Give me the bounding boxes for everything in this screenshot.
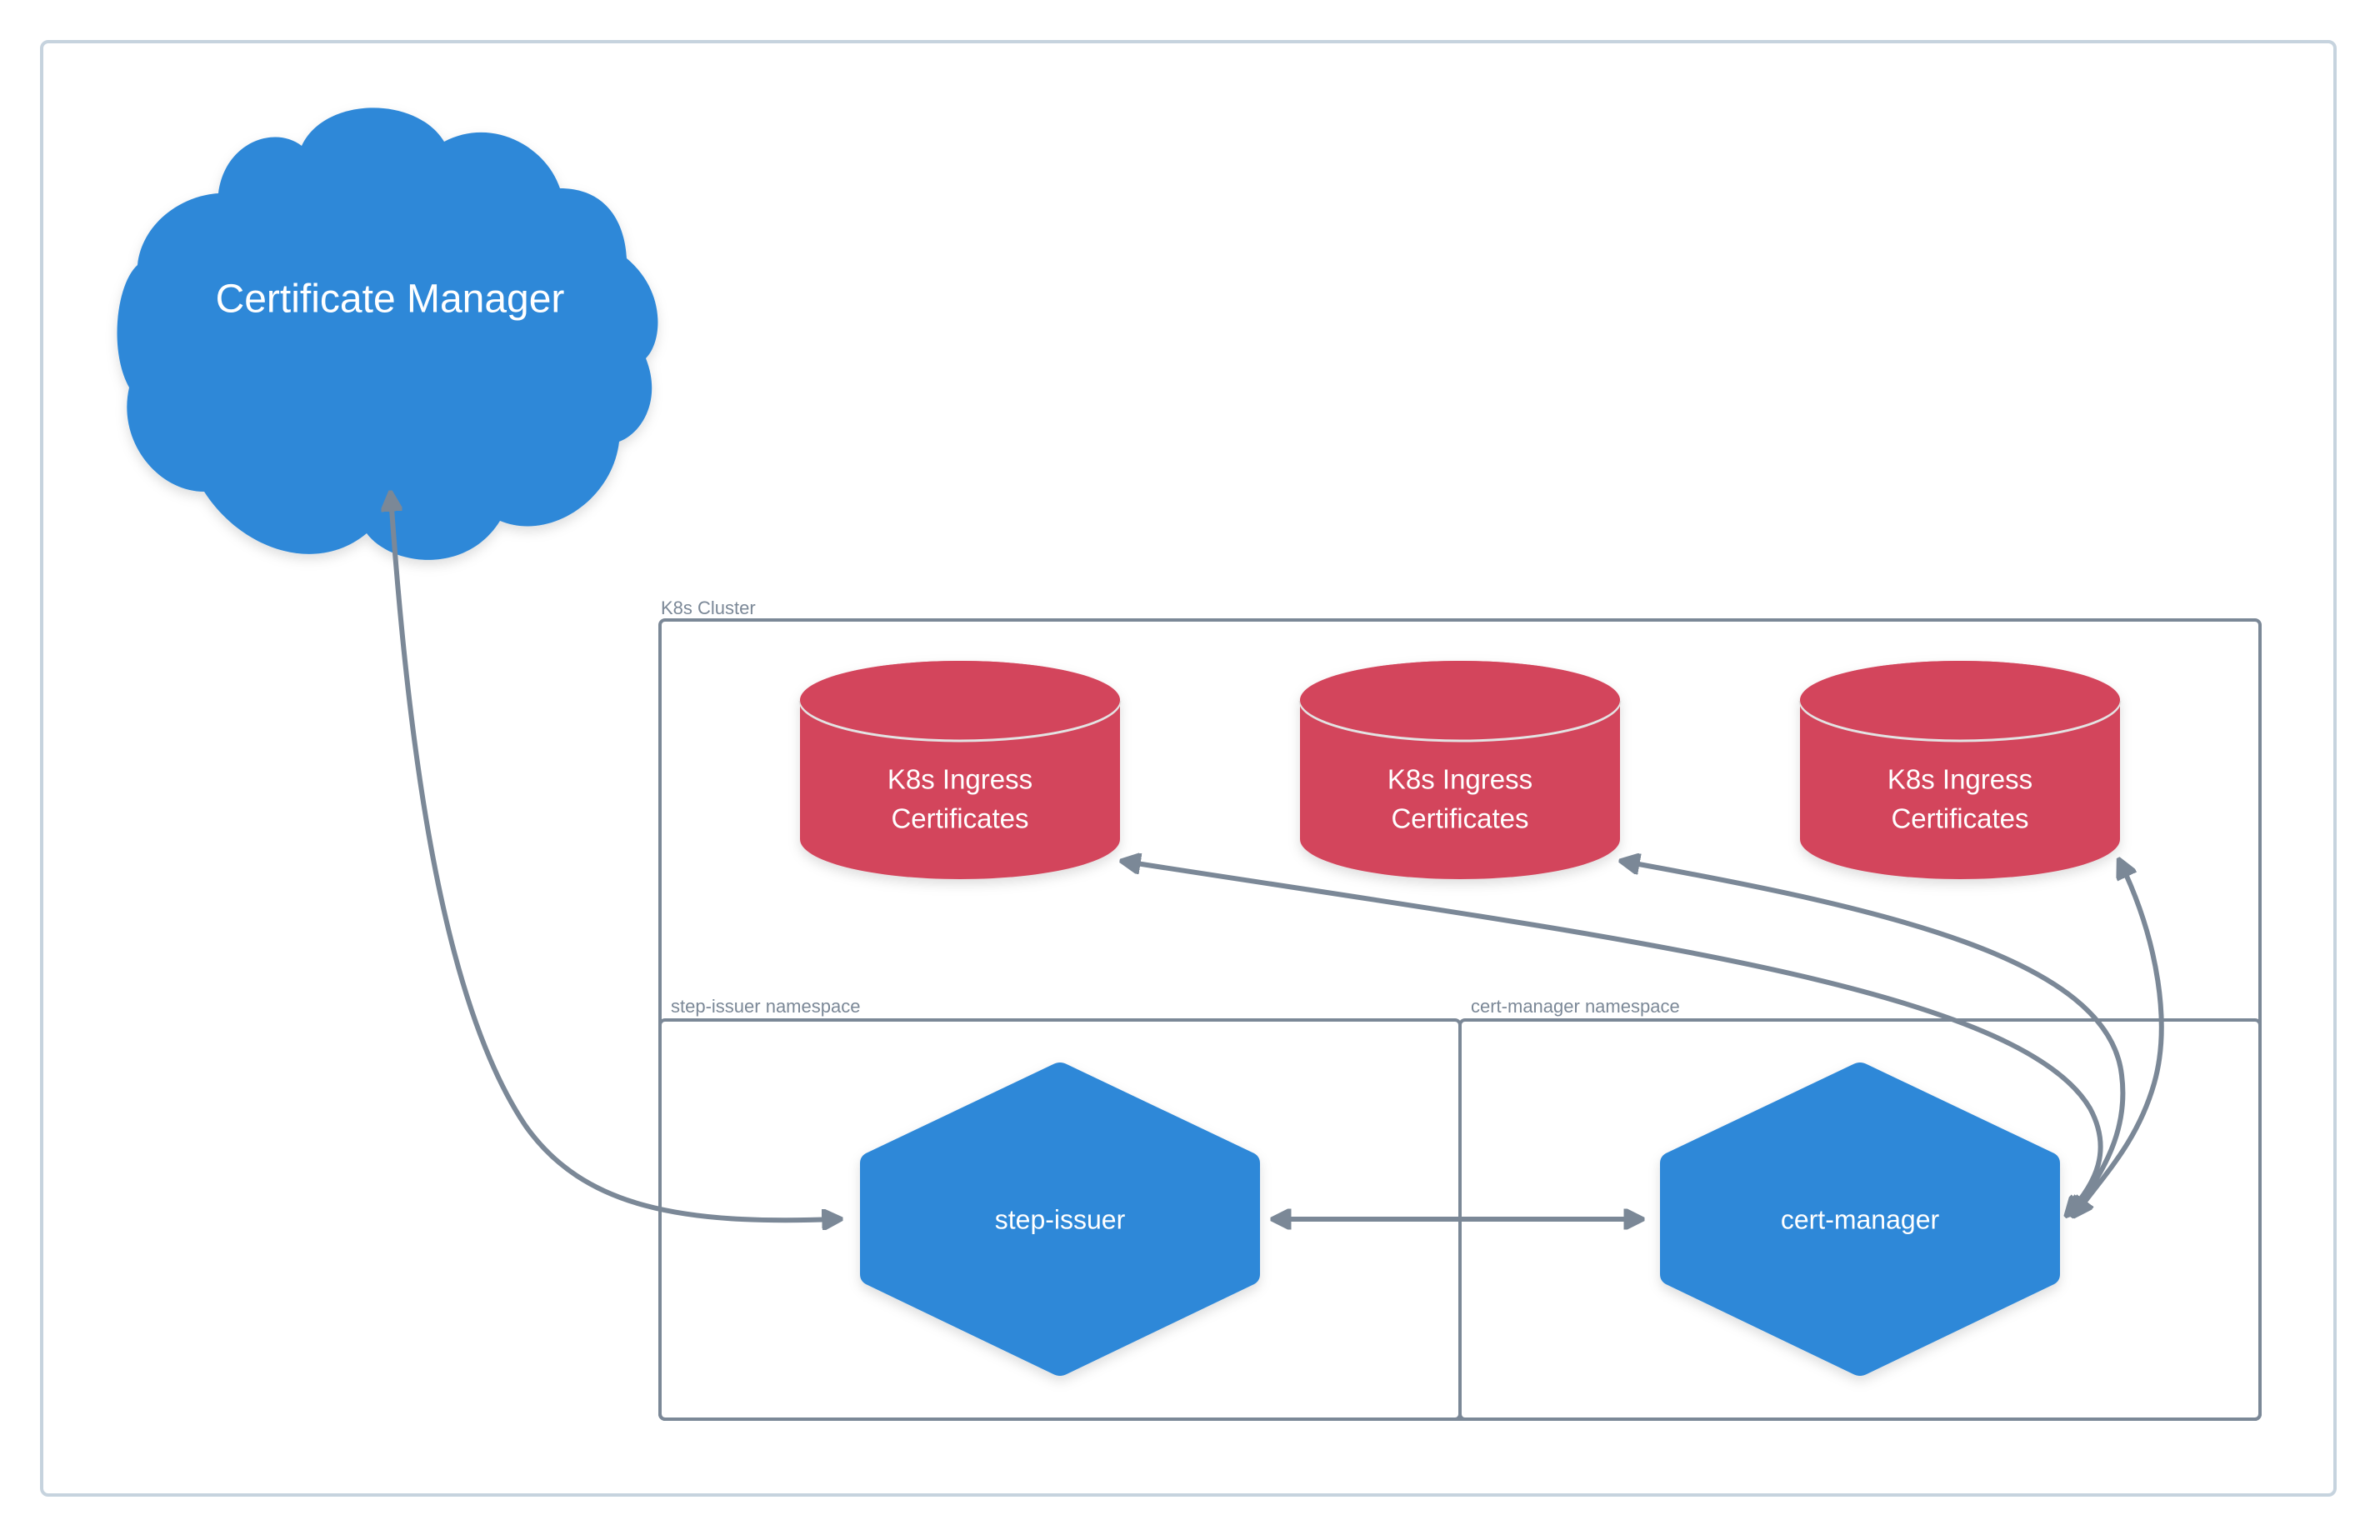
cylinder-seam bbox=[1298, 700, 1622, 742]
store-label-line2: Certificates bbox=[891, 803, 1028, 834]
edge-cloud-step-issuer[interactable] bbox=[391, 497, 837, 1220]
namespace-label-step-issuer: step-issuer namespace bbox=[671, 996, 860, 1017]
k8s-cluster-label: K8s Cluster bbox=[661, 598, 756, 618]
service-label-step-issuer: step-issuer bbox=[995, 1204, 1126, 1234]
store-label-line1: K8s Ingress bbox=[888, 764, 1032, 795]
cloud-icon bbox=[117, 108, 658, 560]
store-label-line2: Certificates bbox=[1391, 803, 1528, 834]
service-label-cert-manager: cert-manager bbox=[1781, 1204, 1940, 1234]
service-step-issuer[interactable]: step-issuer bbox=[860, 1062, 1260, 1376]
namespace-label-cert-manager: cert-manager namespace bbox=[1471, 996, 1680, 1017]
store-label-line1: K8s Ingress bbox=[1388, 764, 1532, 795]
store-label-line2: Certificates bbox=[1891, 803, 2028, 834]
cylinder-top bbox=[1300, 661, 1620, 739]
edges-group bbox=[391, 497, 2164, 1220]
cylinder-seam bbox=[1798, 700, 2122, 742]
cloud-label: Certificate Manager bbox=[216, 278, 565, 322]
service-cert-manager[interactable]: cert-manager bbox=[1660, 1062, 2060, 1376]
store-label-line1: K8s Ingress bbox=[1888, 764, 2032, 795]
cylinder-top bbox=[800, 661, 1120, 739]
edge-cert-manager-store-3[interactable] bbox=[2077, 863, 2164, 1212]
diagram-canvas-frame bbox=[40, 40, 2337, 1497]
cylinder-top bbox=[1800, 661, 2120, 739]
cloud-certificate-manager[interactable]: Certificate Manager bbox=[117, 108, 658, 560]
